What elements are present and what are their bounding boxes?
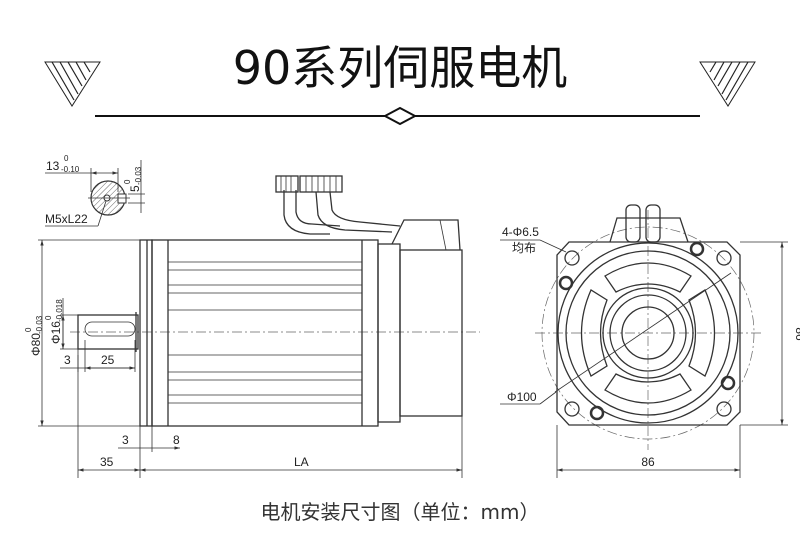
pcd-label: Φ100 [507, 390, 537, 404]
front-width-label: 86 [641, 455, 655, 469]
shaft-width-tol-upper: 0 [64, 154, 69, 163]
shaft-width-label: 13 [46, 159, 60, 173]
front-height-label: 86 [793, 327, 800, 341]
flange-thickness-label: 8 [173, 433, 180, 447]
key-width-label: 5 [128, 185, 142, 192]
key-length-label: 25 [101, 353, 115, 367]
shaft-step-label: 3 [64, 353, 71, 367]
title-divider [95, 106, 700, 126]
flange-diameter-label: Φ80 [29, 333, 43, 356]
shaft-section-detail [45, 160, 145, 227]
key-tol-upper: 0 [123, 179, 132, 184]
shaft-width-tol-lower: -0.10 [61, 165, 80, 174]
drawing-caption: 电机安装尺寸图（单位：mm） [261, 500, 540, 524]
header-decoration-right [699, 61, 756, 107]
thread-label: M5xL22 [45, 212, 88, 226]
body-length-label: LA [294, 455, 309, 469]
mounting-holes-note: 均布 [512, 241, 536, 255]
mounting-holes-label: 4-Φ6.5 [502, 225, 539, 239]
header-decoration-left [44, 61, 101, 107]
shaft-diameter-label: Φ16 [49, 321, 63, 344]
flange-tol-lower: -0.03 [35, 315, 44, 334]
key-tol-lower: -0.03 [134, 166, 143, 185]
page-title: 90系列伺服电机 [233, 41, 568, 95]
shaft-tol-lower: -0.018 [55, 299, 64, 322]
flange-step-label: 3 [122, 433, 129, 447]
shaft-tol-upper: 0 [44, 315, 53, 320]
motor-front-view [500, 204, 788, 478]
shaft-length-label: 35 [100, 455, 114, 469]
flange-tol-upper: 0 [24, 327, 33, 332]
motor-side-view [38, 175, 480, 478]
